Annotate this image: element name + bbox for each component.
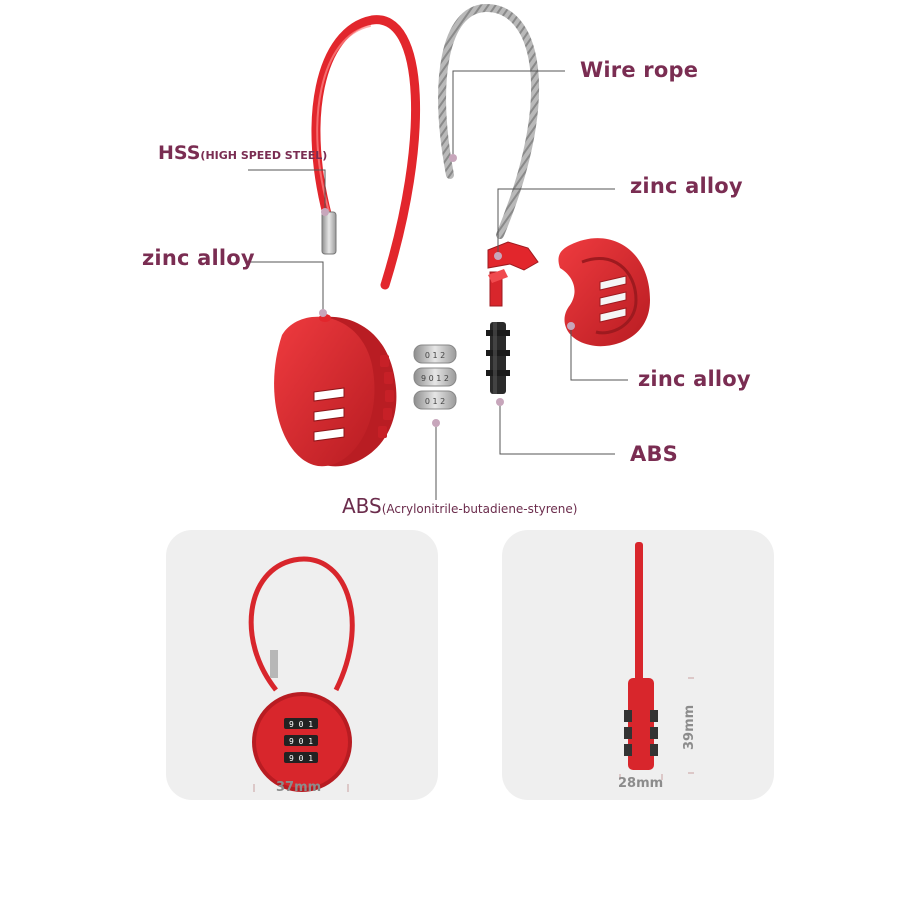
dimension-depth: 28mm (618, 776, 664, 791)
front-view-lock: 9 0 1 9 0 1 9 0 1 (248, 556, 355, 792)
front-view-panel: 9 0 1 9 0 1 9 0 1 37mm (166, 530, 438, 800)
combination-wheels-part: 0 1 2 9 0 1 2 0 1 2 (413, 344, 457, 410)
label-zinc-alloy-top-right: zinc alloy (630, 174, 743, 198)
left-housing-teeth (378, 355, 394, 438)
leader-zinc-top-right (497, 188, 615, 256)
red-cable-part (311, 15, 421, 290)
wheel-3-digits: 0 1 2 (425, 397, 445, 406)
label-hss-sub: (HIGH SPEED STEEL) (200, 149, 328, 162)
leader-lines (248, 70, 628, 500)
wheel-1-digits: 0 1 2 (425, 351, 445, 360)
wire-rope (438, 3, 539, 239)
red-cable (311, 15, 421, 290)
dial-row-1: 9 0 1 (289, 720, 313, 729)
leader-wire-rope (452, 70, 565, 158)
label-abs-main: ABS (342, 494, 382, 518)
left-housing-part (274, 314, 397, 467)
right-housing-part (558, 238, 650, 347)
leader-zinc-left (248, 261, 324, 315)
label-hss-main: HSS (158, 142, 201, 164)
dimension-height: 39mm (682, 704, 697, 750)
dial-row-2: 9 0 1 (289, 737, 313, 746)
label-abs-right: ABS (630, 442, 678, 466)
black-shaft-part (486, 322, 510, 394)
right-housing-windows (599, 275, 627, 323)
side-view-lock (619, 542, 694, 780)
label-wire-rope: Wire rope (580, 58, 699, 82)
label-abs-sub: (Acrylonitrile-butadiene-styrene) (381, 502, 578, 516)
leader-abs-right (499, 402, 615, 455)
red-cable-highlight (316, 25, 371, 216)
red-cable-metal-tip (321, 211, 337, 255)
side-view-panel: 39mm 28mm (502, 530, 774, 800)
label-abs-full: ABS(Acrylonitrile-butadiene-styrene) (342, 494, 577, 518)
label-hss: HSS(HIGH SPEED STEEL) (158, 142, 327, 164)
dial-row-3: 9 0 1 (289, 754, 313, 763)
leader-zinc-mid-right (570, 326, 628, 381)
latch-pieces-part (487, 241, 539, 307)
leader-hss (248, 169, 326, 212)
right-housing-shell (558, 238, 650, 347)
marker-dots (319, 154, 575, 427)
wire-rope-part (438, 3, 539, 239)
label-zinc-alloy-mid-right: zinc alloy (638, 367, 751, 391)
dimension-width: 37mm (276, 780, 322, 795)
left-housing-windows (313, 387, 345, 442)
wheel-2-digits: 9 0 1 2 (421, 374, 449, 383)
label-zinc-alloy-left: zinc alloy (142, 246, 255, 270)
